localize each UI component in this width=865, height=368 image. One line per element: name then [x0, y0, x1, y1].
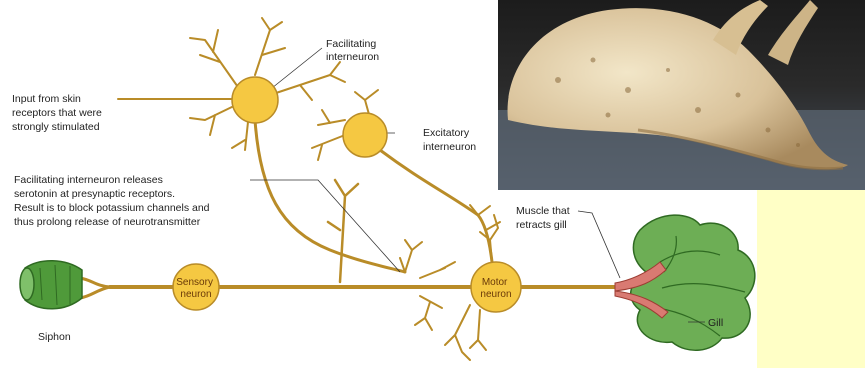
- label-facilitating-interneuron: Facilitating interneuron: [326, 38, 379, 63]
- label-muscle: Muscle that retracts gill: [516, 205, 573, 231]
- label-siphon: Siphon: [38, 331, 71, 343]
- siphon: [20, 261, 82, 309]
- facilitating-interneuron-body: [232, 77, 278, 123]
- gill: [615, 215, 755, 350]
- label-sensory-neuron: Sensory neuron: [176, 277, 215, 300]
- label-motor-neuron: Motor neuron: [480, 277, 511, 300]
- label-facilitating-note: Facilitating interneuron releases seroto…: [14, 174, 212, 228]
- siphon-nerve: [80, 278, 110, 298]
- excitatory-interneuron-body: [343, 113, 387, 157]
- label-excitatory-interneuron: Excitatory interneuron: [423, 127, 476, 153]
- label-input-from-skin: Input from skin receptors that were stro…: [12, 93, 105, 133]
- excitatory-axon: [380, 150, 492, 262]
- facilitating-dendrites: [118, 18, 345, 150]
- label-gill: Gill: [708, 317, 723, 329]
